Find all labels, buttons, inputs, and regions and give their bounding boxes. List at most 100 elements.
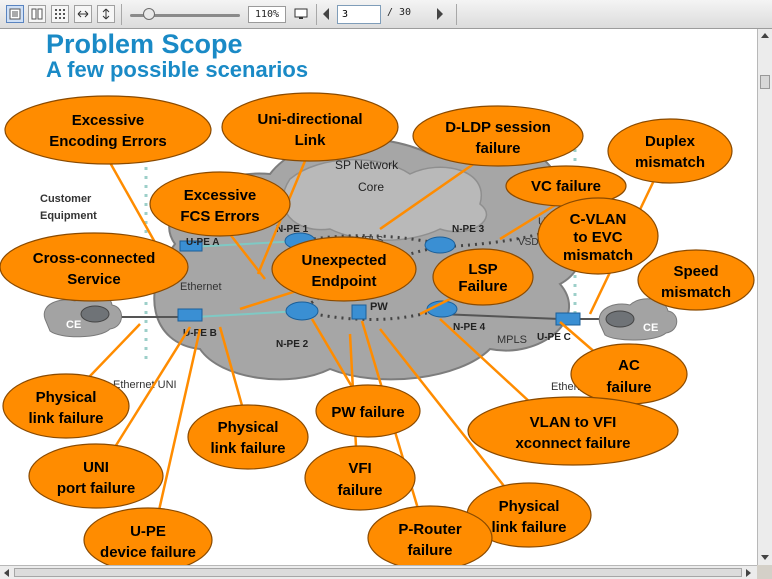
zoom-level[interactable]: 110% [248, 6, 286, 23]
fit-height-button[interactable] [97, 5, 115, 23]
fit-width-button[interactable] [74, 5, 92, 23]
sp-network-label: SP Network [335, 158, 399, 172]
callout-vlan-to-vfi-line2: xconnect failure [515, 435, 630, 452]
ce-right: CE [598, 298, 678, 341]
equipment-label: Equipment [40, 210, 97, 222]
npe3-router [424, 236, 456, 254]
thumbnails-view-button[interactable] [51, 5, 69, 23]
callout-duplex-mismatch-line2: mismatch [635, 154, 705, 171]
fullscreen-button[interactable] [292, 5, 310, 23]
callout-pw-failure: PW failure [331, 404, 404, 421]
core-cloud [282, 158, 488, 241]
horizontal-scroll-thumb[interactable] [14, 568, 742, 577]
p-router [351, 304, 367, 320]
pw-path-2 [299, 234, 441, 246]
callout-uni-port-failure-line2: port failure [57, 480, 135, 497]
zoom-slider-track[interactable] [130, 14, 240, 17]
toolbar-separator [121, 4, 122, 25]
callout-unexpected-endpoint-line2: Endpoint [312, 273, 377, 290]
pw-path-3 [299, 307, 441, 321]
monitor-icon [294, 8, 308, 19]
callout-physical-link-failure-1-line2: link failure [28, 410, 103, 427]
callout-cross-connected-service-line1: Cross-connected [33, 250, 156, 267]
vsdh-label: VSDH [518, 237, 546, 248]
scroll-right-icon[interactable] [746, 569, 751, 577]
callout-ac-failure-line2: failure [606, 379, 651, 396]
callout-speed-mismatch-line2: mismatch [661, 284, 731, 301]
toolbar: 110% / 30 [0, 0, 772, 29]
previous-page-icon[interactable] [323, 8, 329, 20]
page-total: / 30 [387, 7, 412, 18]
core-label: Core [358, 180, 384, 194]
callout-lsp-failure-line1: LSP [468, 261, 497, 278]
link-upea-npe1 [189, 240, 301, 248]
callout-uni-directional-link-line1: Uni-directional [257, 111, 362, 128]
fit-width-icon [77, 10, 89, 18]
horizontal-scrollbar[interactable] [0, 565, 757, 579]
callout-texts: Excessive Encoding Errors Uni-directiona… [28, 111, 731, 561]
callout-vlan-to-vfi-line1: VLAN to VFI [530, 414, 617, 431]
callout-speed-mismatch-line1: Speed [673, 263, 718, 280]
vertical-scrollbar[interactable] [757, 29, 772, 565]
pw-path-4 [439, 232, 541, 249]
callout-p-router-failure-line2: failure [407, 542, 452, 559]
vertical-scroll-thumb[interactable] [760, 75, 770, 89]
callout-p-router-failure-line1: P-Router [398, 521, 461, 538]
npe2-label: N-PE 2 [276, 339, 309, 350]
callout-physical-link-failure-2-line1: Physical [218, 419, 279, 436]
callout-excessive-fcs-errors-line1: Excessive [184, 187, 257, 204]
scroll-up-icon[interactable] [761, 33, 769, 38]
page-subtitle: A few possible scenarios [46, 57, 309, 82]
callout-d-ldp-session-failure-line1: D-LDP session [445, 119, 551, 136]
page-title: Problem Scope [46, 29, 243, 59]
npe3-label: N-PE 3 [452, 224, 485, 235]
upe-a-switch [179, 240, 203, 252]
callout-physical-link-failure-3-line1: Physical [499, 498, 560, 515]
callout-unexpected-endpoint-line1: Unexpected [301, 252, 386, 269]
callout-excessive-encoding-errors-line2: Encoding Errors [49, 133, 167, 150]
ce-left: CE [43, 292, 122, 338]
npe1-label: N-PE 1 [276, 224, 309, 235]
callout-duplex-mismatch-line1: Duplex [645, 133, 696, 150]
callout-vfi-failure-line1: VFI [348, 460, 371, 477]
single-page-icon [9, 8, 21, 20]
callout-excessive-fcs-errors-line2: FCS Errors [180, 208, 259, 225]
toolbar-separator [316, 4, 317, 25]
zoom-slider-thumb[interactable] [143, 8, 155, 20]
callout-c-vlan-to-evc-mismatch-line2: to EVC [573, 229, 622, 246]
callout-ac-failure-line1: AC [618, 357, 640, 374]
callout-physical-link-failure-1-line1: Physical [36, 389, 97, 406]
npe4-router [426, 300, 458, 318]
upe-b-switch [177, 308, 203, 322]
npe2-router [285, 301, 319, 321]
grid-icon [55, 9, 65, 19]
callout-lsp-failure-line2: Failure [458, 278, 507, 295]
toolbar-separator [456, 4, 457, 25]
ethernet-uni-label: Ethernet UNI [113, 379, 177, 391]
scroll-down-icon[interactable] [761, 555, 769, 560]
page-number-input[interactable] [337, 5, 381, 24]
link-upeb-npe2 [194, 310, 301, 318]
upe-c-label: U-PE C [537, 332, 571, 343]
callout-cross-connected-service-line2: Service [67, 271, 120, 288]
ethernet-label: Ethernet [180, 281, 222, 293]
scrollbar-corner [757, 565, 772, 579]
link-npe4-upec [439, 313, 561, 320]
ce-right-label: CE [643, 322, 658, 334]
scroll-left-icon[interactable] [4, 569, 9, 577]
npe4-label: N-PE 4 [453, 322, 486, 333]
customer-label: Customer [40, 193, 92, 205]
next-page-icon[interactable] [437, 8, 443, 20]
mpls-label-2: MPLS [497, 334, 527, 346]
continuous-view-button[interactable] [28, 5, 46, 23]
fit-height-icon [102, 8, 110, 20]
callout-u-pe-device-failure-line2: device failure [100, 544, 196, 561]
single-page-view-button[interactable] [6, 5, 24, 23]
callout-physical-link-failure-2-line2: link failure [210, 440, 285, 457]
pw-label: PW [370, 301, 388, 313]
upe-a-label: U-PE A [186, 237, 220, 248]
network-diagram: CE CE SP Network Core Customer Equipment… [0, 92, 755, 565]
callout-excessive-encoding-errors-line1: Excessive [72, 112, 145, 129]
upe-c-switch [555, 312, 581, 326]
continuous-page-icon [31, 8, 43, 20]
